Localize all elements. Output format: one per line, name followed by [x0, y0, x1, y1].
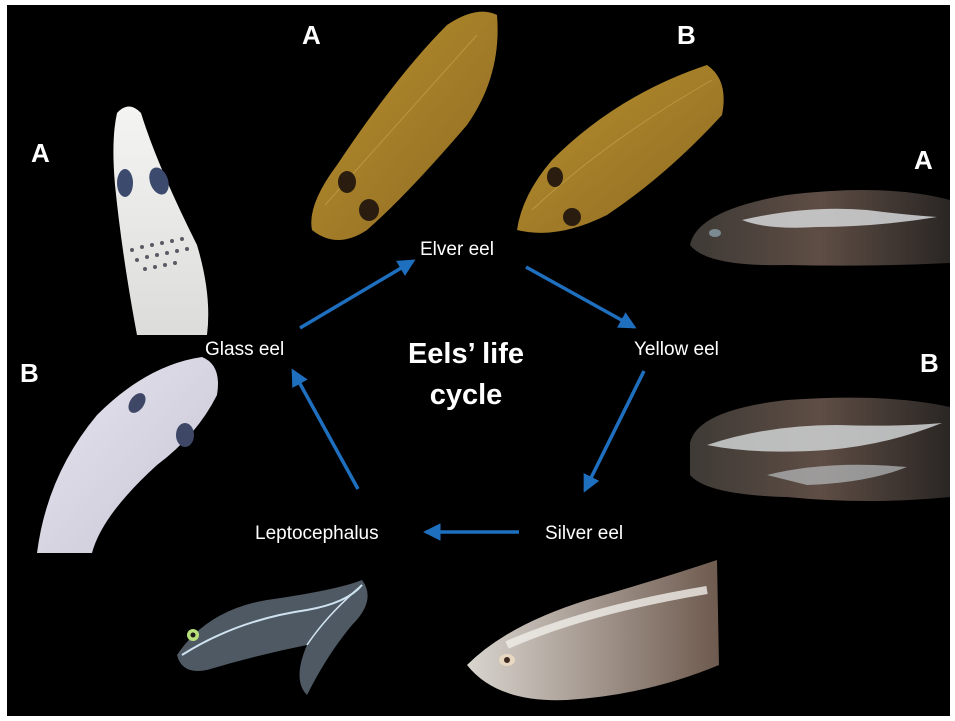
stage-label-leptocephalus: Leptocephalus: [255, 523, 379, 545]
arrow-leptocephalus-to-glass: [293, 371, 358, 489]
glass-eel-photo-b: [37, 357, 218, 553]
stage-label-elver: Elver eel: [420, 239, 494, 261]
title-line-2: cycle: [396, 375, 536, 416]
glass-eel-photo-a: [113, 107, 208, 336]
elver-eel-photo-a: [311, 12, 497, 240]
life-cycle-diagram: Eels’ life cycle Elver eel Yellow eel Si…: [7, 5, 950, 716]
yellow-eel-photo-a: [690, 190, 950, 266]
yellow-eel-photo-b: [690, 398, 950, 501]
panel-letter-yellow-b: B: [920, 348, 939, 379]
arrow-yellow-to-silver: [585, 371, 644, 490]
elver-eel-photo-b: [517, 65, 724, 233]
arrow-elver-to-yellow: [526, 267, 634, 327]
panel-letter-glass-b: B: [20, 358, 39, 389]
panel-letter-yellow-a: A: [914, 145, 933, 176]
stage-label-glass: Glass eel: [205, 339, 284, 361]
leptocephalus-photo: [177, 580, 368, 695]
title-line-1: Eels’ life: [396, 334, 536, 375]
arrow-glass-to-elver: [300, 261, 413, 328]
stage-label-yellow: Yellow eel: [634, 339, 719, 361]
panel-letter-glass-a: A: [31, 138, 50, 169]
stage-label-silver: Silver eel: [545, 523, 623, 545]
silver-eel-photo: [467, 560, 719, 700]
panel-letter-elver-b: B: [677, 20, 696, 51]
panel-letter-elver-a: A: [302, 20, 321, 51]
diagram-title: Eels’ life cycle: [396, 334, 536, 416]
